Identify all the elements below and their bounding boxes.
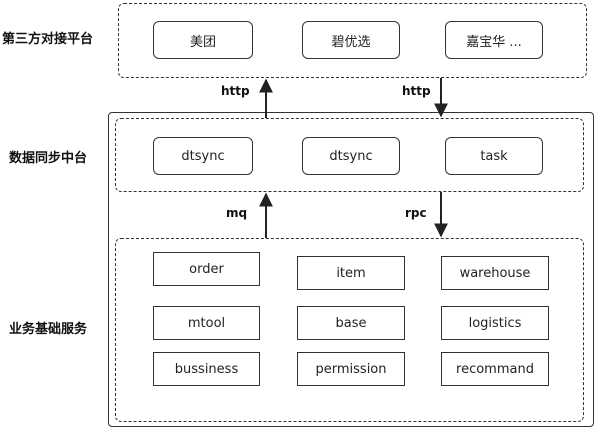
service-recommand-label: recommand (456, 361, 534, 377)
service-recommand[interactable]: recommand (441, 352, 549, 386)
sync-node-dtsync-2-label: dtsync (329, 148, 373, 164)
sync-node-task-label: task (480, 148, 508, 164)
sync-node-dtsync-2[interactable]: dtsync (302, 137, 400, 175)
sync-layer (115, 118, 584, 192)
platform-biyouxuan[interactable]: 碧优选 (302, 21, 400, 59)
service-bussiness[interactable]: bussiness (153, 352, 260, 386)
sync-node-dtsync-1-label: dtsync (181, 148, 225, 164)
service-base-label: base (335, 315, 367, 331)
sync-node-task[interactable]: task (445, 137, 543, 175)
service-permission-label: permission (315, 361, 387, 377)
service-logistics[interactable]: logistics (441, 306, 549, 340)
service-logistics-label: logistics (468, 315, 522, 331)
platform-meituan-label: 美团 (189, 34, 216, 50)
connector-label-http-right: http (402, 84, 431, 98)
platform-jiabaohua[interactable]: 嘉宝华 ... (445, 21, 543, 59)
connector-label-mq: mq (226, 206, 248, 220)
connector-label-http-left: http (221, 84, 250, 98)
service-warehouse[interactable]: warehouse (441, 256, 549, 290)
third-party-layer-label: 第三方对接平台 (2, 32, 94, 47)
service-permission[interactable]: permission (297, 352, 405, 386)
platform-meituan[interactable]: 美团 (153, 21, 253, 59)
service-bussiness-label: bussiness (174, 361, 239, 377)
service-base[interactable]: base (297, 306, 405, 340)
platform-jiabaohua-label: 嘉宝华 ... (466, 34, 522, 50)
service-order[interactable]: order (153, 252, 260, 286)
service-mtool-label: mtool (187, 315, 226, 331)
sync-node-dtsync-1[interactable]: dtsync (153, 137, 253, 175)
sync-layer-label: 数据同步中台 (9, 151, 88, 166)
service-item-label: item (336, 265, 366, 281)
service-order-label: order (189, 261, 224, 277)
platform-biyouxuan-label: 碧优选 (331, 34, 371, 50)
third-party-layer (118, 3, 587, 78)
service-item[interactable]: item (297, 256, 405, 290)
service-mtool[interactable]: mtool (153, 306, 260, 340)
business-layer (115, 238, 584, 422)
internal-system-container (108, 112, 594, 427)
service-warehouse-label: warehouse (459, 265, 531, 281)
business-layer-label: 业务基础服务 (9, 322, 88, 337)
connector-label-rpc: rpc (405, 206, 427, 220)
